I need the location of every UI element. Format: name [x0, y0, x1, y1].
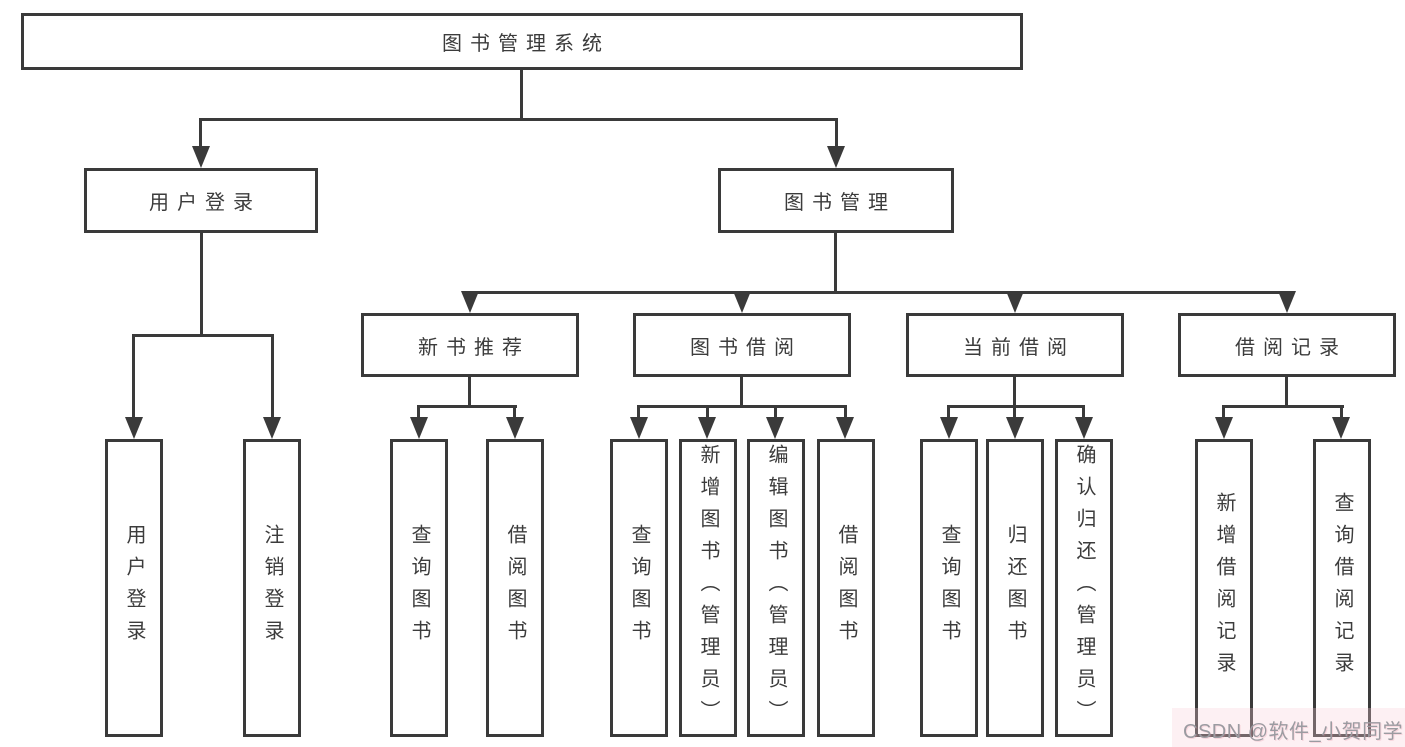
node-label: 新书推荐: [418, 336, 530, 359]
node-label: 查询图书: [938, 524, 960, 652]
connector-line: [740, 376, 743, 407]
node-label: 借阅记录: [1235, 336, 1347, 359]
arrowhead-icon: [1278, 291, 1296, 313]
leaf-query-books-current: 查询图书: [920, 439, 978, 737]
connector-line: [520, 69, 523, 119]
node-label: 图书管理: [784, 192, 896, 214]
connector-line: [1013, 376, 1016, 407]
node-label: 查询借阅记录: [1331, 492, 1353, 684]
connector-line: [200, 232, 203, 336]
connector-line: [834, 232, 837, 293]
node-library-management-system: 图书管理系统: [21, 13, 1023, 70]
leaf-borrow-books: 借阅图书: [817, 439, 875, 737]
arrowhead-icon: [827, 146, 845, 168]
leaf-logout: 注销登录: [243, 439, 301, 737]
connector-line: [637, 405, 847, 408]
node-label: 用户登录: [123, 524, 145, 652]
connector-line: [417, 405, 517, 408]
leaf-confirm-return-admin: 确认归还（管理员）: [1055, 439, 1113, 737]
connector-line: [835, 118, 838, 146]
arrowhead-icon: [192, 146, 210, 168]
leaf-borrow-books-recommend: 借阅图书: [486, 439, 544, 737]
node-label: 图书借阅: [690, 336, 802, 359]
node-label: 图书管理系统: [442, 33, 610, 55]
leaf-add-books-admin: 新增图书（管理员）: [679, 439, 737, 737]
leaf-query-borrow-record: 查询借阅记录: [1313, 439, 1371, 737]
arrowhead-icon: [630, 417, 648, 439]
leaf-edit-books-admin: 编辑图书（管理员）: [747, 439, 805, 737]
arrowhead-icon: [1006, 417, 1024, 439]
node-label: 查询图书: [408, 524, 430, 652]
node-new-book-recommendation: 新书推荐: [361, 313, 579, 377]
connector-line: [199, 118, 202, 146]
connector-line: [513, 405, 516, 418]
leaf-add-borrow-record: 新增借阅记录: [1195, 439, 1253, 737]
arrowhead-icon: [698, 417, 716, 439]
node-label: 借阅图书: [835, 524, 857, 652]
watermark-tint: [1172, 708, 1405, 747]
node-book-borrowing: 图书借阅: [633, 313, 851, 377]
connector-line: [947, 405, 950, 418]
node-borrowing-records: 借阅记录: [1178, 313, 1396, 377]
node-label: 归还图书: [1004, 524, 1026, 652]
connector-line: [417, 405, 420, 418]
connector-line: [199, 118, 838, 121]
leaf-user-login: 用户登录: [105, 439, 163, 737]
leaf-query-books-recommend: 查询图书: [390, 439, 448, 737]
arrowhead-icon: [1075, 417, 1093, 439]
connector-line: [706, 405, 709, 418]
arrowhead-icon: [263, 417, 281, 439]
node-label: 借阅图书: [504, 524, 526, 652]
node-book-management: 图书管理: [718, 168, 954, 233]
connector-line: [468, 291, 1288, 294]
arrowhead-icon: [733, 291, 751, 313]
connector-line: [271, 334, 274, 418]
connector-line: [1013, 405, 1016, 418]
arrowhead-icon: [766, 417, 784, 439]
leaf-query-books-borrowing: 查询图书: [610, 439, 668, 737]
node-label: 注销登录: [261, 524, 283, 652]
node-label: 确认归还（管理员）: [1073, 444, 1095, 732]
node-label: 用户登录: [149, 192, 261, 214]
connector-line: [132, 334, 274, 337]
connector-line: [637, 405, 640, 418]
arrowhead-icon: [1332, 417, 1350, 439]
node-user-login: 用户登录: [84, 168, 318, 233]
connector-line: [132, 334, 135, 418]
arrowhead-icon: [940, 417, 958, 439]
connector-line: [844, 405, 847, 418]
connector-line: [1285, 376, 1288, 407]
watermark: CSDN @软件_小贺同学: [1183, 721, 1404, 743]
node-current-borrowing: 当前借阅: [906, 313, 1124, 377]
connector-line: [1340, 405, 1343, 418]
arrowhead-icon: [506, 417, 524, 439]
arrowhead-icon: [410, 417, 428, 439]
connector-line: [1082, 405, 1085, 418]
arrowhead-icon: [1006, 291, 1024, 313]
leaf-return-books: 归还图书: [986, 439, 1044, 737]
node-label: 新增图书（管理员）: [697, 444, 719, 732]
arrowhead-icon: [461, 291, 479, 313]
connector-line: [1222, 405, 1225, 418]
arrowhead-icon: [1215, 417, 1233, 439]
node-label: 查询图书: [628, 524, 650, 652]
arrowhead-icon: [125, 417, 143, 439]
connector-line: [947, 405, 1085, 408]
node-label: 当前借阅: [963, 336, 1075, 359]
connector-line: [774, 405, 777, 418]
connector-line: [468, 376, 471, 407]
node-label: 新增借阅记录: [1213, 492, 1235, 684]
arrowhead-icon: [836, 417, 854, 439]
connector-line: [1222, 405, 1344, 408]
node-label: 编辑图书（管理员）: [765, 444, 787, 732]
